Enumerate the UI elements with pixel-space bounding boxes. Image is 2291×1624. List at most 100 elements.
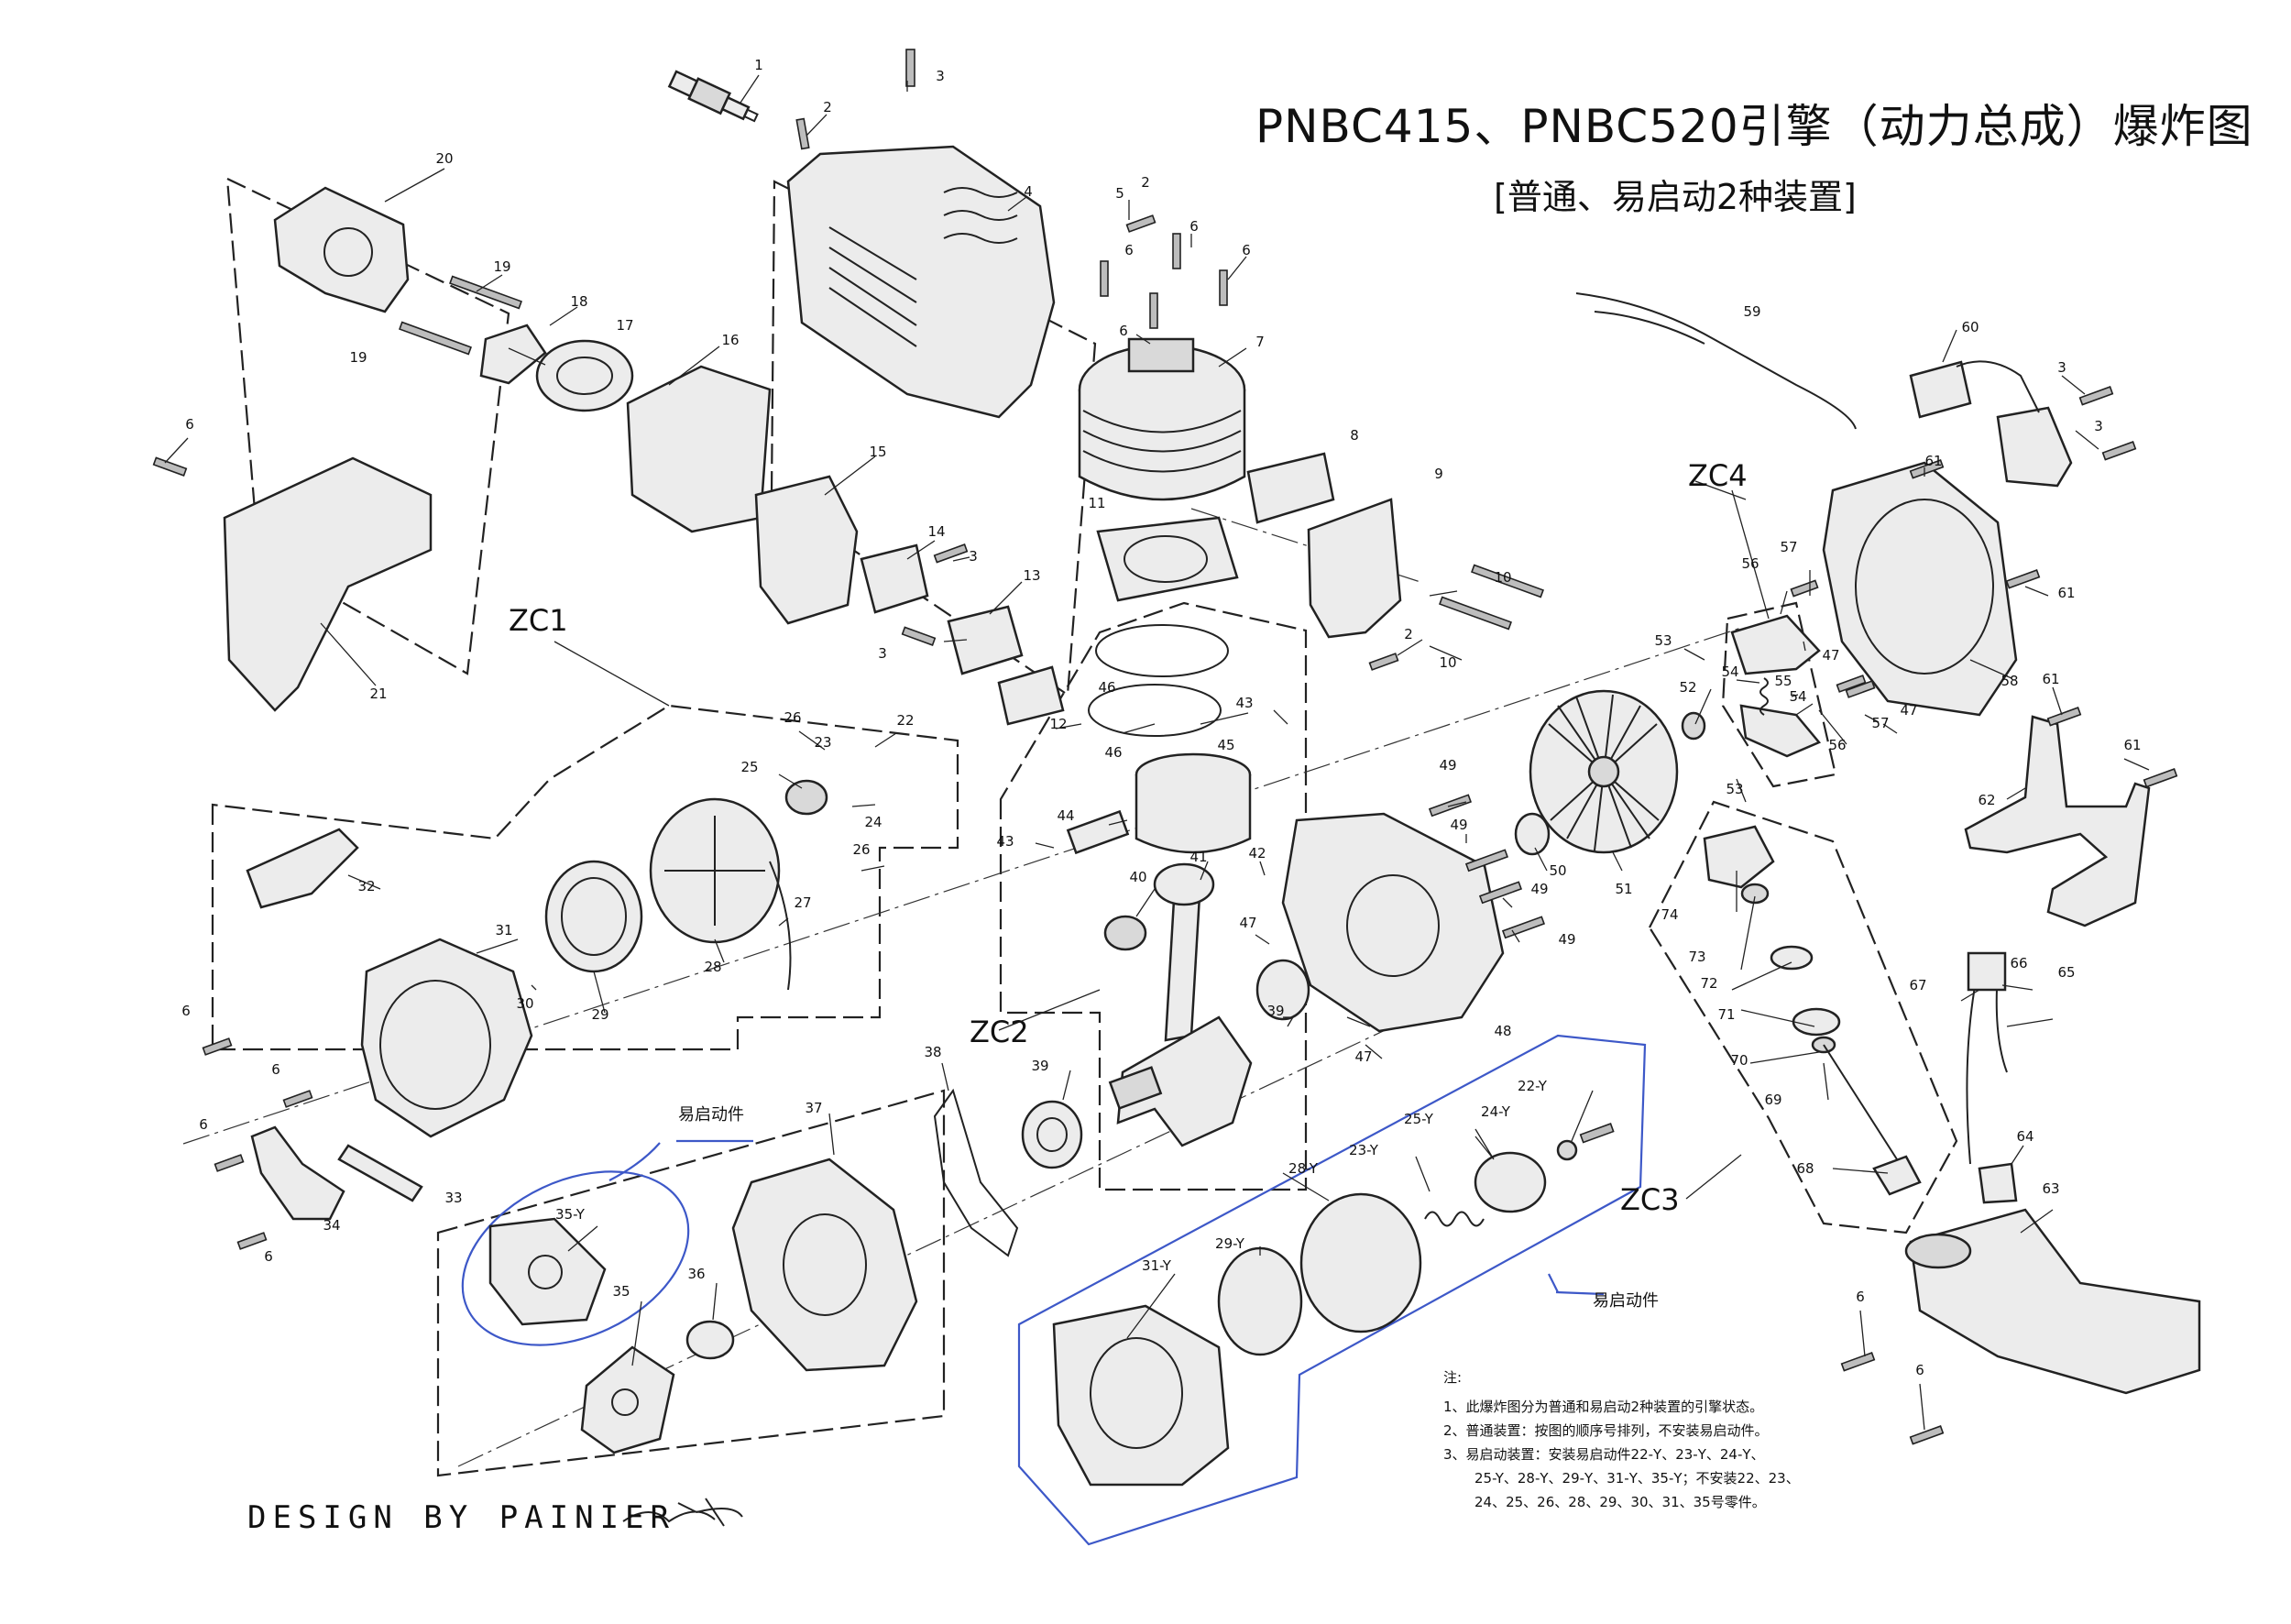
starter-pawl [784, 779, 828, 816]
part-number-11: 11 [1088, 495, 1105, 511]
part-number-56a: 56 [1741, 555, 1759, 572]
part-number-46a: 46 [1098, 679, 1115, 696]
part-number-3b: 3 [969, 548, 978, 565]
diagram-title: PNBC415、PNBC520引擎（动力总成）爆炸图 [1255, 100, 2253, 153]
part-number-25Y: 25-Y [1404, 1111, 1434, 1127]
part-number-49c: 49 [1530, 881, 1548, 897]
cylinder-shroud [786, 145, 1056, 419]
part-number-3a: 3 [936, 68, 945, 84]
clutch-shoe-bottom [1739, 704, 1822, 758]
easystart-callout-left: 易启动件 [678, 1105, 744, 1125]
handle-bar-33 [337, 1144, 423, 1202]
part-number-10b: 10 [1439, 654, 1456, 671]
muffler [1307, 498, 1402, 639]
part-number-43b: 43 [996, 833, 1014, 850]
part-number-53b: 53 [1726, 781, 1743, 797]
part-number-3c: 3 [878, 645, 887, 662]
group-label-zc4: ZC4 [1688, 458, 1748, 493]
crankcase-left [731, 1158, 918, 1372]
filter-bracket [479, 324, 547, 385]
part-number-35Y: 35-Y [555, 1206, 586, 1223]
part-number-6b: 6 [1189, 218, 1199, 235]
fuel-line [1966, 971, 1979, 1165]
easystart-washer [1556, 1139, 1578, 1161]
part-number-2a: 2 [823, 99, 832, 115]
diagram-subtitle: [普通、易启动2种装置] [1494, 177, 1857, 217]
insulator [860, 543, 929, 614]
part-number-61c: 61 [2042, 671, 2059, 687]
main-bearing-2 [1255, 959, 1310, 1021]
note-line-5: 24、25、26、28、29、30、31、35号零件。 [1474, 1494, 1766, 1510]
base-gasket [1096, 516, 1239, 602]
support-handle [1964, 715, 2151, 927]
part-number-22Y: 22-Y [1518, 1078, 1548, 1094]
part-number-51: 51 [1615, 881, 1632, 897]
part-number-18: 18 [570, 293, 587, 310]
ignition-coil [1996, 406, 2073, 488]
easystart-coil-spring [1424, 1211, 1485, 1227]
part-number-30: 30 [516, 995, 533, 1012]
part-number-1: 1 [754, 57, 763, 73]
part-number-60: 60 [1961, 319, 1979, 335]
part-number-26b: 26 [852, 841, 870, 858]
heat-shield [223, 456, 433, 712]
part-number-27: 27 [794, 894, 811, 911]
crankcase-right [1281, 812, 1505, 1033]
part-number-54b: 54 [1789, 688, 1806, 705]
part-number-32: 32 [357, 878, 375, 894]
part-number-29: 29 [591, 1006, 608, 1023]
spark-plug [667, 70, 759, 123]
crankshaft [1116, 1015, 1253, 1147]
part-number-24Y: 24-Y [1481, 1103, 1511, 1120]
part-number-41: 41 [1189, 849, 1207, 865]
part-number-5: 5 [1115, 185, 1124, 202]
part-number-21: 21 [369, 686, 387, 702]
part-number-20: 20 [435, 150, 453, 167]
easystart-blue-outline [1017, 1034, 1647, 1546]
part-number-38: 38 [924, 1044, 941, 1060]
part-number-45: 45 [1217, 737, 1234, 753]
easystart-spring [1217, 1246, 1303, 1356]
part-number-6k: 6 [1915, 1362, 1924, 1378]
part-number-65: 65 [2057, 964, 2075, 981]
part-number-54a: 54 [1721, 664, 1738, 680]
bearing-36 [685, 1320, 735, 1360]
note-line-1: 1、此爆炸图分为普通和易启动2种装置的引擎状态。 [1443, 1399, 1764, 1415]
part-number-28Y: 28-Y [1288, 1160, 1319, 1177]
clutch-shoe-top [1730, 614, 1821, 675]
part-number-44: 44 [1057, 807, 1074, 824]
part-number-34: 34 [323, 1217, 340, 1234]
designer-credit: DESIGN BY PAINIER [247, 1499, 675, 1536]
part-number-6j: 6 [1856, 1289, 1865, 1305]
part-number-22: 22 [896, 712, 914, 729]
filter-element [535, 339, 634, 412]
part-number-49a: 49 [1439, 757, 1456, 774]
part-number-19b: 19 [349, 349, 367, 366]
part-number-69: 69 [1764, 1092, 1781, 1108]
callout-arrow-left [608, 1142, 661, 1181]
part-number-66: 66 [2010, 955, 2027, 971]
part-number-49b: 49 [1450, 817, 1467, 833]
starter-handle [246, 828, 359, 909]
part-number-74: 74 [1661, 906, 1678, 923]
part-number-35: 35 [612, 1283, 630, 1300]
part-number-6g: 6 [271, 1061, 280, 1078]
easystart-pulley [1299, 1192, 1422, 1333]
group-label-zc2: ZC2 [970, 1015, 1029, 1049]
oil-seal [1514, 812, 1551, 856]
air-filter-cover [273, 186, 410, 313]
stop-switch-wire [1575, 292, 1857, 430]
notes-block: 注: 1、此爆炸图分为普通和易启动2种装置的引擎状态。 2、普通装置：按图的顺序… [1443, 1366, 1800, 1514]
part-number-37: 37 [805, 1100, 822, 1116]
piston-pin [1066, 809, 1130, 855]
piston [1135, 752, 1252, 854]
easystart-callout-right: 易启动件 [1593, 1291, 1659, 1311]
part-number-3d: 3 [2057, 359, 2066, 376]
part-number-57a: 57 [1780, 539, 1797, 555]
note-line-3: 3、易启动装置：安装易启动件22-Y、23-Y、24-Y、 [1443, 1446, 1765, 1463]
part-number-43a: 43 [1235, 695, 1253, 711]
part-number-28: 28 [704, 959, 721, 975]
fuel-filter [1872, 1155, 1922, 1196]
